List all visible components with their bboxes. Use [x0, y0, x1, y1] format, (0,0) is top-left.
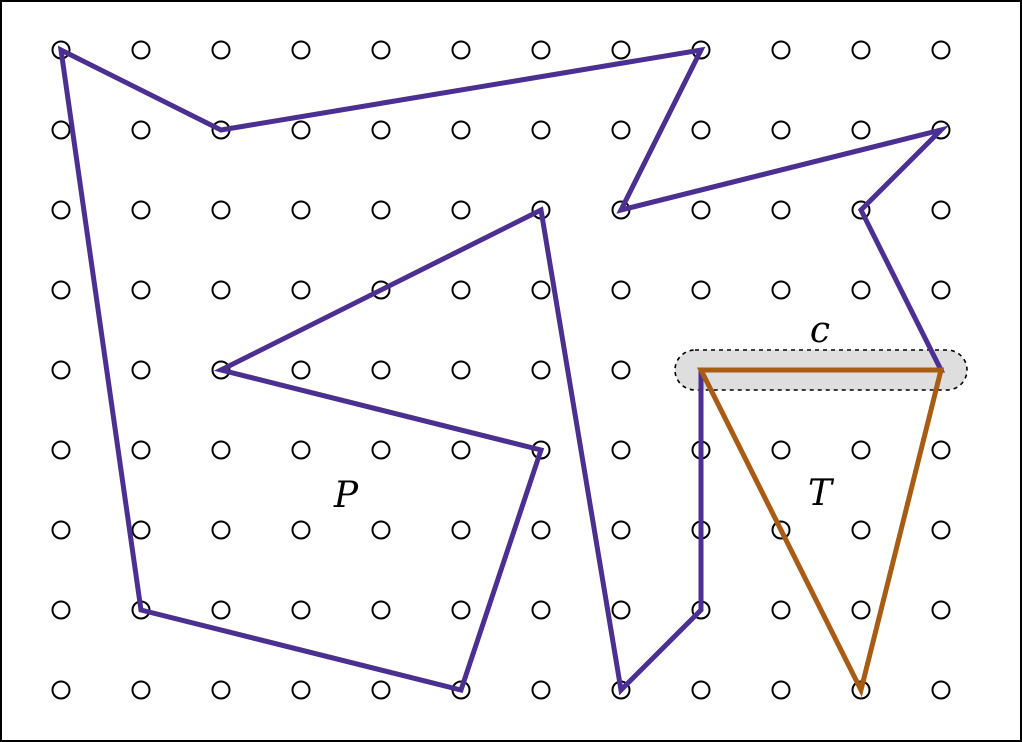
grid-point: [851, 120, 871, 140]
shapes: [57, 45, 950, 698]
grid-point: [371, 120, 391, 140]
grid-point: [931, 520, 951, 540]
grid-point: [451, 120, 471, 140]
grid-point: [931, 200, 951, 220]
grid-point: [851, 440, 871, 460]
grid-point: [611, 600, 631, 620]
grid-point: [51, 440, 71, 460]
grid-point: [371, 520, 391, 540]
grid-point: [611, 120, 631, 140]
grid-point: [611, 440, 631, 460]
grid-point: [691, 280, 711, 300]
grid-point: [211, 200, 231, 220]
grid-point: [371, 440, 391, 460]
grid-point: [131, 520, 151, 540]
grid-point: [131, 120, 151, 140]
grid-point: [931, 680, 951, 700]
grid-point: [51, 200, 71, 220]
grid-point: [931, 440, 951, 460]
grid-point: [531, 360, 551, 380]
grid-point: [51, 680, 71, 700]
grid-point: [531, 120, 551, 140]
grid-point: [211, 520, 231, 540]
grid-point: [611, 360, 631, 380]
grid-point: [451, 200, 471, 220]
grid-point: [51, 520, 71, 540]
grid-point: [771, 600, 791, 620]
grid-point: [131, 200, 151, 220]
grid-point: [451, 440, 471, 460]
grid-point: [851, 600, 871, 620]
grid-point: [531, 600, 551, 620]
grid-point: [131, 680, 151, 700]
grid-point: [851, 280, 871, 300]
grid-point: [771, 280, 791, 300]
grid-point: [771, 440, 791, 460]
grid-point: [371, 360, 391, 380]
grid-point: [451, 40, 471, 60]
grid-point: [291, 40, 311, 60]
grid-point: [211, 40, 231, 60]
grid-point: [291, 360, 311, 380]
grid-point: [131, 280, 151, 300]
grid-point: [771, 120, 791, 140]
grid-point: [211, 440, 231, 460]
grid-point: [531, 520, 551, 540]
triangle-T-label: T: [808, 473, 835, 514]
triangle-T: [696, 367, 945, 698]
grid-point: [291, 680, 311, 700]
grid-point: [51, 280, 71, 300]
grid-point: [851, 40, 871, 60]
grid-point: [611, 520, 631, 540]
grid-point: [531, 680, 551, 700]
grid-point: [691, 680, 711, 700]
grid-point: [691, 120, 711, 140]
grid-point: [371, 280, 391, 300]
grid-point: [51, 600, 71, 620]
grid-point: [851, 200, 871, 220]
grid-point: [51, 120, 71, 140]
grid-point: [211, 680, 231, 700]
grid-point: [291, 600, 311, 620]
grid-point: [291, 200, 311, 220]
grid-point: [291, 440, 311, 460]
grid-point: [131, 40, 151, 60]
grid-points: [51, 40, 951, 700]
grid-point: [611, 40, 631, 60]
grid-point: [291, 520, 311, 540]
grid-point: [371, 600, 391, 620]
grid-point: [371, 200, 391, 220]
grid-point: [611, 280, 631, 300]
grid-point: [131, 440, 151, 460]
grid-point: [771, 200, 791, 220]
grid-point: [451, 360, 471, 380]
grid-point: [531, 280, 551, 300]
grid-point: [291, 280, 311, 300]
grid-point: [451, 520, 471, 540]
grid-point: [451, 600, 471, 620]
grid-point: [851, 520, 871, 540]
grid-point: [131, 360, 151, 380]
grid-point: [51, 360, 71, 380]
grid-point: [451, 280, 471, 300]
grid-point: [931, 600, 951, 620]
grid-point: [371, 680, 391, 700]
grid-point: [771, 680, 791, 700]
grid-point: [931, 40, 951, 60]
polygon-P: [57, 45, 950, 696]
grid-point: [211, 280, 231, 300]
grid-point: [291, 120, 311, 140]
grid-point: [771, 520, 791, 540]
labels: P T c: [333, 310, 835, 516]
edge-c-label: c: [810, 310, 830, 351]
grid-point: [691, 200, 711, 220]
grid-point: [531, 40, 551, 60]
grid-point: [371, 40, 391, 60]
grid-point: [931, 280, 951, 300]
polygon-P-label: P: [333, 475, 359, 516]
grid-point: [771, 40, 791, 60]
grid-point: [211, 600, 231, 620]
